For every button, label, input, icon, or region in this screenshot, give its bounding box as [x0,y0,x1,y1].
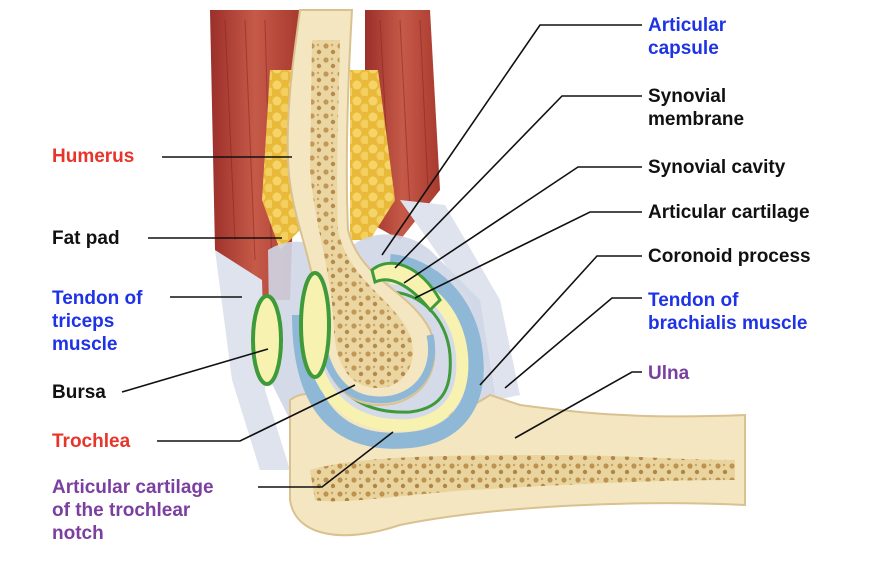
synovial-fold-posterior [299,271,331,379]
brachialis-tendon [400,200,520,400]
label-coronoid-process: Coronoid process [648,246,811,267]
label-tendon-brachialis: Tendon of brachialis muscle [648,290,808,334]
bursa-shape [251,294,283,386]
label-bursa: Bursa [52,382,106,403]
label-fat-pad: Fat pad [52,228,120,249]
trochlear-notch-cartilage [292,254,484,449]
fat-pad-anterior [350,70,395,240]
ulna-marrow [310,455,735,502]
humerus-marrow [310,40,413,388]
label-humerus: Humerus [52,146,135,167]
label-ulna: Ulna [648,363,690,384]
label-articular-capsule: Articular capsule [648,15,727,59]
label-articular-cartilage-trochlear-notch: Articular cartilage of the trochlear not… [52,477,214,544]
label-articular-cartilage: Articular cartilage [648,202,810,223]
label-tendon-triceps: Tendon of triceps muscle [52,288,143,355]
leader-lines [121,24,642,488]
synovial-fold-anterior [370,261,442,313]
label-synovial-membrane: Synovial membrane [648,86,745,130]
label-trochlea: Trochlea [52,431,131,452]
label-synovial-cavity: Synovial cavity [648,157,786,178]
